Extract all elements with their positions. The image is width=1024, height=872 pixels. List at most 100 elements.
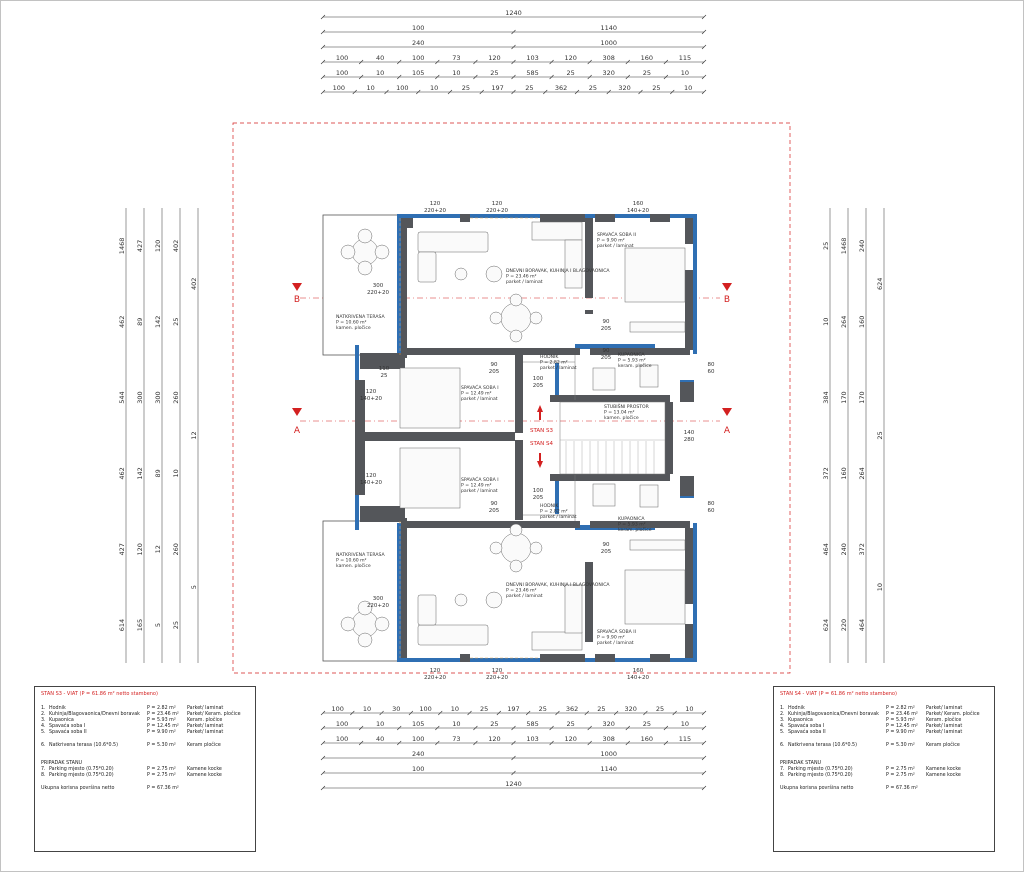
dimension-label: 25 [589, 84, 597, 92]
dimension-label: 115 [679, 735, 691, 743]
opening-dimension: 205 [601, 355, 612, 361]
dimension-label: 89 [136, 318, 144, 326]
dimension-label: 1140 [600, 765, 617, 773]
dimension-label: 100 [333, 84, 345, 92]
dimension-label: 10 [430, 84, 438, 92]
legend-floor: Parket/ Keram. pločice [926, 711, 980, 717]
legend-area: P = 9.90 m² [886, 730, 915, 736]
legend-area: P = 2.75 m² [147, 767, 176, 773]
legend-floor: Keram pločice [187, 742, 221, 748]
legend-area: P = 12.45 m² [886, 724, 918, 730]
room-floor: kamen. pločice [336, 324, 371, 331]
furniture-s4 [340, 447, 686, 651]
opening-dimension: 220+20 [367, 290, 390, 296]
legend-floor: Parket/ laminat [187, 705, 224, 711]
dimension-label: 160 [840, 467, 848, 479]
dimension-label: 25 [567, 720, 575, 728]
legend-row-terrace: 6. Natkrivena terasa (10.6*0.5) P = 5.30… [41, 743, 249, 749]
dimension-label: 142 [154, 316, 162, 328]
room-floor: parket / laminat [597, 640, 634, 646]
room-floor: keram. pločice [618, 526, 652, 533]
opening-dimension: 140+20 [360, 480, 383, 486]
dimension-label: 170 [840, 391, 848, 403]
section-label-a-left: A [294, 426, 301, 436]
dimension-label: 320 [603, 69, 615, 77]
building [322, 214, 697, 662]
opening-dimension: 160 [633, 201, 644, 207]
section-label-b-left: B [294, 295, 300, 305]
opening-dimension: 140+20 [627, 208, 650, 214]
dimension-label: 10 [363, 705, 371, 713]
room-name: SPAVAĆA SOBA I [461, 384, 499, 391]
dimension-label: 260 [172, 391, 180, 403]
legend-floor: Parket/ Keram. pločice [187, 711, 241, 717]
dimension-label: 10 [172, 469, 180, 477]
legend-num: 8. [41, 773, 46, 779]
opening-dimension: 80 [708, 362, 715, 368]
dimension-label: 240 [412, 750, 424, 758]
dimension-label: 240 [840, 543, 848, 555]
dimension-label: 1468 [840, 238, 848, 255]
legend-area: P = 5.93 m² [886, 717, 915, 723]
legend-floor: Parket/ laminat [926, 705, 963, 711]
legend-area: P = 2.75 m² [886, 773, 915, 779]
dimension-label: 220 [840, 619, 848, 631]
legend-total-label: Ukupna korisna površina netto [780, 785, 854, 791]
dimension-label: 10 [376, 720, 384, 728]
legend-room: Kuhinja/Blagovaonica/Dnevni boravak [788, 711, 879, 717]
legend-total-value: P = 67.36 m² [147, 785, 179, 791]
dimension-label: 585 [526, 720, 538, 728]
dimension-label: 40 [376, 54, 384, 62]
room-name: NATKRIVENA TERASA [336, 314, 386, 320]
partitions [523, 355, 666, 521]
dimension-label: 120 [136, 543, 144, 555]
opening-dimension: 80 [708, 501, 715, 507]
legend-floor: Parket/ laminat [926, 724, 963, 730]
room-floor: parket / laminat [461, 396, 498, 402]
room-area: P = 2.82 m² [540, 509, 568, 515]
dimension-label: 240 [858, 240, 866, 252]
dimension-label: 100 [419, 705, 431, 713]
room-area: P = 5.93 m² [618, 522, 646, 528]
legend-num: 3. [780, 717, 785, 723]
dimension-label: 12 [190, 431, 198, 439]
dimension-label: 170 [858, 391, 866, 403]
dimension-label: 103 [526, 54, 538, 62]
legend-total: Ukupna korisna površina netto P = 67.36 … [41, 786, 249, 792]
legend-area: P = 9.90 m² [147, 730, 176, 736]
legend-floor: Parket/ laminat [926, 730, 963, 736]
legend-total-value: P = 67.36 m² [886, 785, 918, 791]
room-floor: parket / laminat [506, 279, 543, 285]
dimension-label: 240 [412, 39, 424, 47]
room-name: SPAVAĆA SOBA II [597, 628, 636, 635]
legend-area: P = 5.30 m² [886, 742, 915, 748]
opening-dimension: 220+20 [424, 208, 447, 214]
dimension-label: 25 [172, 318, 180, 326]
opening-dimension: 220+20 [486, 675, 509, 681]
dimension-label: 25 [480, 705, 488, 713]
legend-total: Ukupna korisna površina netto P = 67.36 … [780, 786, 988, 792]
section-label-b-right: B [724, 295, 730, 305]
legend-room: Parking mjesto (0.75*0.20) [49, 773, 114, 779]
legend-num: 5. [41, 730, 46, 736]
legend-room: Natkrivena terasa (10.6*0.5) [788, 742, 857, 748]
section-label-a-right: A [724, 426, 731, 436]
opening-dimension: 120 [430, 668, 441, 674]
opening-dimension: 220+20 [486, 208, 509, 214]
opening-dimension: 90 [491, 501, 498, 507]
walls [355, 214, 694, 662]
section-marker-b-right: B [722, 283, 732, 305]
legend-area: P = 2.82 m² [886, 705, 915, 711]
room-area: P = 9.90 m² [597, 238, 625, 244]
dimension-label: 10 [376, 69, 384, 77]
legend-num: 5. [780, 730, 785, 736]
section-marker-b-left: B [292, 283, 302, 305]
dimension-label: 300 [154, 391, 162, 403]
legend-num: 4. [780, 724, 785, 730]
